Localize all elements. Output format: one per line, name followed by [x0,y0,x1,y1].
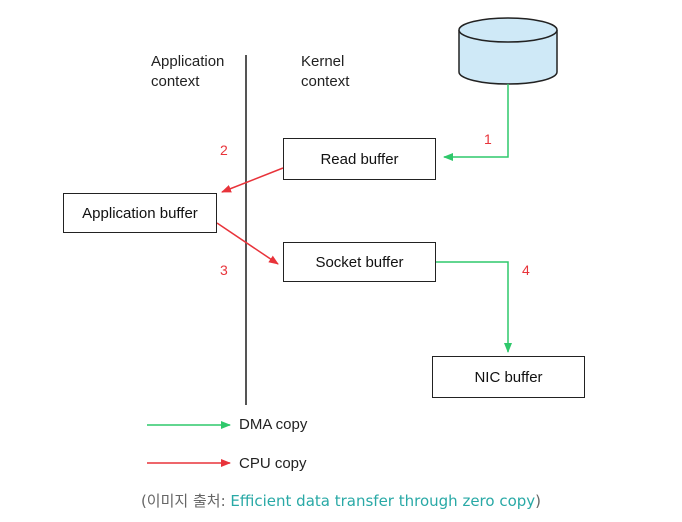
caption-source-link[interactable]: Efficient data transfer through zero cop… [230,492,536,510]
kernel-context-line2: context [301,73,350,90]
dma-arrow-socket-to-nic [436,261,512,353]
caption-suffix: ) [535,492,542,510]
caption-prefix: (이미지 출처: [140,492,231,510]
socket-buffer-box: Socket buffer [283,242,436,282]
step-2-label: 2 [220,142,228,158]
kernel-context-line1: Kernel [301,53,345,70]
application-context-line2: context [151,73,200,90]
application-buffer-box: Application buffer [63,193,217,233]
step-1-label: 1 [484,131,492,147]
cpu-arrow-app-to-socket [216,222,279,265]
read-buffer-label: Read buffer [320,150,399,168]
kernel-context-label: Kernel context [301,52,349,92]
application-buffer-label: Application buffer [82,204,198,222]
application-context-line1: Application [151,53,225,70]
step-3-label: 3 [220,262,228,278]
disk-cylinder-icon [458,17,558,85]
socket-buffer-label: Socket buffer [315,253,404,271]
cpu-arrow-read-to-app [221,167,284,193]
legend-cpu-label: CPU copy [239,455,307,472]
read-buffer-box: Read buffer [283,138,436,180]
nic-buffer-label: NIC buffer [474,368,543,386]
legend-dma-label: DMA copy [239,416,308,433]
step-4-label: 4 [522,262,530,278]
nic-buffer-box: NIC buffer [432,356,585,398]
application-context-label: Application context [151,52,224,92]
dma-arrow-disk-to-read-buffer [443,84,509,161]
image-caption: (이미지 출처: Efficient data transfer through… [0,490,682,511]
